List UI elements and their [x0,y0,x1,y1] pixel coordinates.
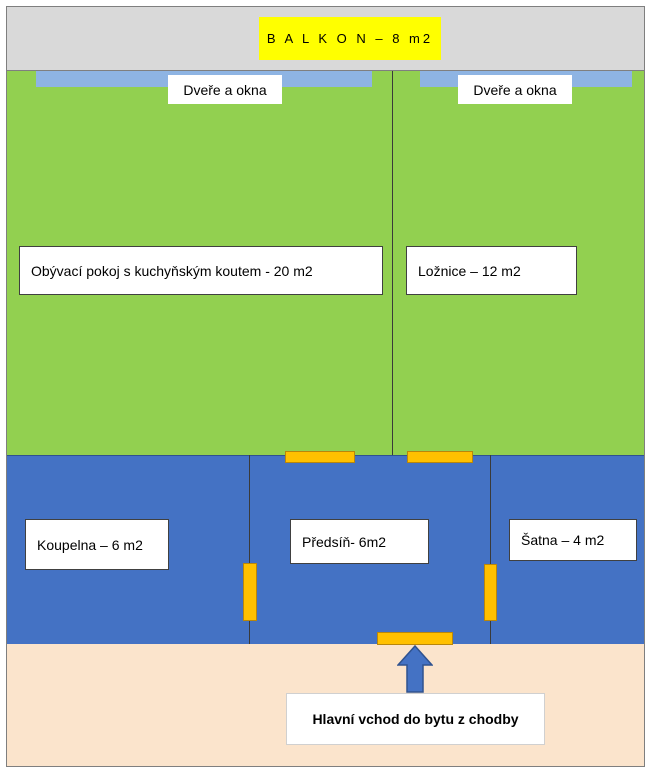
door-main-entrance [377,632,453,645]
door-bedroom [407,451,473,463]
door-living [285,451,355,463]
room-label-bedroom: Ložnice – 12 m2 [406,246,577,295]
door-bathroom [243,563,257,621]
door-wardrobe [484,564,497,621]
window-label-left: Dveře a okna [168,75,282,104]
wall-living-bedroom [392,71,393,455]
entrance-label: Hlavní vchod do bytu z chodby [286,693,545,745]
wall-bathroom-hallway [249,455,250,644]
room-label-living: Obývací pokoj s kuchyňským koutem - 20 m… [19,246,383,295]
wall-hallway-wardrobe [490,455,491,644]
floor-plan-frame [6,6,645,767]
balcony-label: B A L K O N – 8 m2 [259,17,441,60]
room-label-bathroom: Koupelna – 6 m2 [25,519,169,570]
window-label-right: Dveře a okna [458,75,572,104]
room-label-hallway: Předsíň- 6m2 [290,519,429,564]
room-label-wardrobe: Šatna – 4 m2 [509,519,637,561]
arrow-up-icon [397,645,433,693]
